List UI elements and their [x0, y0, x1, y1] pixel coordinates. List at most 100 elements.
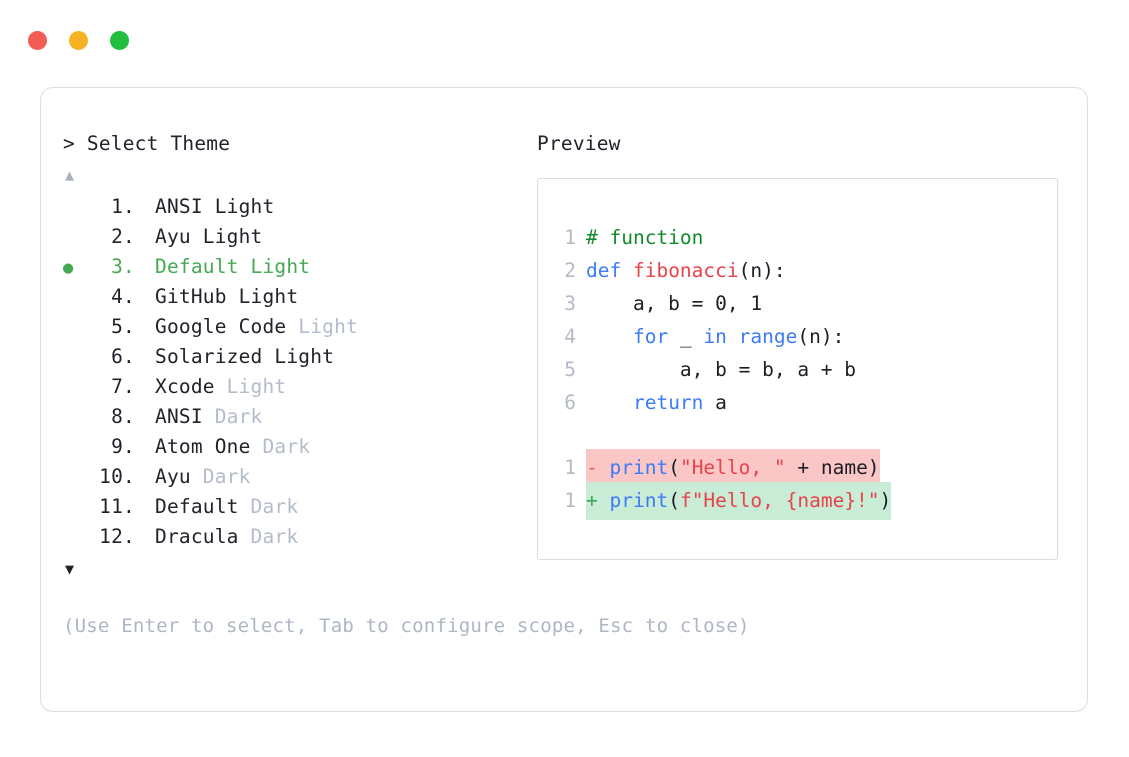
theme-item-name: ANSI — [155, 405, 203, 428]
theme-list-item[interactable]: 1. ANSI Light — [63, 192, 503, 222]
diff-block: 1 - print("Hello, " + name) 1 + print(f"Hel… — [550, 449, 1057, 520]
code-line: 3 a, b = 0, 1 — [550, 287, 1057, 320]
line-number: 1 — [564, 456, 576, 479]
code-spacer — [550, 419, 1057, 449]
code-token — [586, 391, 633, 414]
theme-item-variant-tag: Light — [190, 225, 263, 248]
code-text: a, b = 0, 1 — [586, 287, 762, 320]
diff-code-line: 1 + print(f"Hello, {name}!") — [550, 482, 1057, 520]
theme-item-name: Ayu — [155, 465, 191, 488]
theme-list-item[interactable]: 10. Ayu Dark — [63, 462, 503, 492]
theme-list-item[interactable]: 7. Xcode Light — [63, 372, 503, 402]
theme-item-index: 9. — [111, 435, 135, 458]
code-token: range — [738, 325, 798, 348]
theme-item-spacer — [135, 342, 155, 372]
theme-list-item[interactable]: 5. Google Code Light — [63, 312, 503, 342]
code-token: f"Hello, {name}!" — [679, 489, 880, 512]
code-token: return — [632, 391, 704, 414]
code-text: # function — [586, 221, 703, 254]
code-token: def — [586, 259, 633, 282]
theme-list-item[interactable]: 9. Atom One Dark — [63, 432, 503, 462]
theme-item-spacer — [135, 402, 155, 432]
code-token — [586, 325, 633, 348]
code-token: fibonacci — [632, 259, 739, 282]
theme-item-spacer — [135, 462, 155, 492]
theme-list-item[interactable]: 2. Ayu Light — [63, 222, 503, 252]
theme-item-spacer — [135, 282, 155, 312]
code-token: # function — [586, 226, 704, 249]
theme-item-index: 6. — [111, 345, 135, 368]
code-preview-box: 1 # function 2 def fibonacci(n): 3 a, b = 0,… — [537, 178, 1058, 560]
theme-item-variant-tag: Dark — [190, 465, 251, 488]
theme-list-item[interactable]: 4. GitHub Light — [63, 282, 503, 312]
code-token: a — [703, 391, 727, 414]
theme-item-variant-tag: Dark — [238, 495, 299, 518]
code-token: for — [632, 325, 669, 348]
diff-marker: - — [586, 456, 598, 479]
theme-item-index: 12. — [99, 525, 135, 548]
theme-item-variant-tag: Light — [214, 375, 287, 398]
theme-item-variant-tag: Dark — [238, 525, 299, 548]
theme-list-item[interactable]: ●3. Default Light — [63, 252, 503, 282]
code-line: 4 for _ in range(n): — [550, 320, 1057, 353]
maximize-window-button[interactable] — [110, 31, 129, 50]
theme-item-name: GitHub — [155, 285, 227, 308]
theme-item-spacer — [135, 522, 155, 552]
code-text: + print(f"Hello, {name}!") — [586, 482, 892, 520]
scroll-down-icon[interactable]: ▼ — [65, 560, 75, 578]
code-token: ( — [668, 456, 680, 479]
theme-item-variant-tag: Light — [238, 255, 311, 278]
theme-list-item[interactable]: 6. Solarized Light — [63, 342, 503, 372]
theme-item-name: Atom One — [155, 435, 251, 458]
code-token: _ — [668, 325, 704, 348]
line-number: 6 — [564, 391, 576, 414]
code-text: for _ in range(n): — [586, 320, 844, 353]
theme-item-name: Xcode — [155, 375, 215, 398]
line-number: 4 — [564, 325, 576, 348]
theme-item-index: 10. — [99, 465, 135, 488]
code-token: ) — [879, 489, 892, 512]
selected-bullet-icon: ● — [63, 258, 74, 278]
preview-panel: Preview 1 # function 2 def fibonacci(n): 3 a… — [537, 132, 1062, 560]
code-token: a, b = b, a + b — [586, 358, 857, 381]
code-block: 1 # function 2 def fibonacci(n): 3 a, b = 0,… — [550, 221, 1057, 419]
theme-item-variant-tag: Dark — [250, 435, 311, 458]
line-number: 2 — [564, 259, 576, 282]
theme-list-item[interactable]: 8. ANSI Dark — [63, 402, 503, 432]
theme-item-index: 2. — [111, 225, 135, 248]
code-token: ( — [668, 489, 680, 512]
line-number: 1 — [564, 226, 576, 249]
line-number: 3 — [564, 292, 576, 315]
theme-item-spacer — [135, 492, 155, 522]
select-theme-prompt: > Select Theme — [63, 132, 231, 155]
code-token: print — [609, 489, 669, 512]
code-token: "Hello, " — [679, 456, 786, 479]
minimize-window-button[interactable] — [69, 31, 88, 50]
code-token: (n): — [738, 259, 786, 282]
code-text: return a — [586, 386, 727, 419]
preview-heading: Preview — [537, 132, 621, 155]
theme-list-item[interactable]: 11. Default Dark — [63, 492, 503, 522]
code-token — [598, 456, 610, 479]
theme-item-variant-tag: Light — [286, 315, 358, 338]
theme-item-index: 1. — [111, 195, 135, 218]
keyboard-hint-text: (Use Enter to select, Tab to configure s… — [63, 615, 750, 637]
diff-code-line: 1 - print("Hello, " + name) — [550, 449, 1057, 487]
theme-item-name: Dracula — [155, 525, 239, 548]
theme-item-spacer — [135, 432, 155, 462]
code-token — [598, 489, 610, 512]
theme-item-index: 4. — [111, 285, 135, 308]
theme-item-spacer — [135, 372, 155, 402]
line-number: 1 — [564, 489, 576, 512]
theme-item-spacer — [135, 252, 155, 282]
theme-list-item[interactable]: 12. Dracula Dark — [63, 522, 503, 552]
theme-item-variant-tag: Light — [262, 345, 335, 368]
theme-item-name: ANSI — [155, 195, 203, 218]
code-text: a, b = b, a + b — [586, 353, 856, 386]
code-text: - print("Hello, " + name) — [586, 449, 880, 487]
code-token: print — [609, 456, 669, 479]
scroll-up-icon[interactable]: ▲ — [65, 166, 75, 184]
close-window-button[interactable] — [28, 31, 47, 50]
